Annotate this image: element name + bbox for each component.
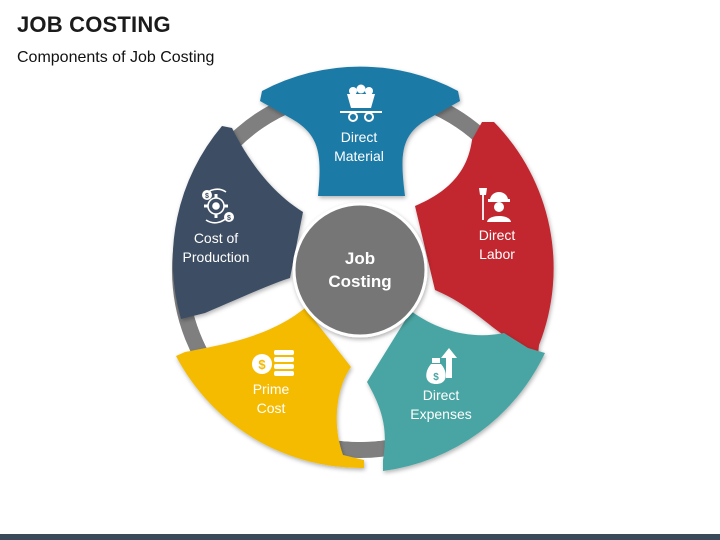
center-label: Job Costing: [300, 247, 420, 293]
cost-of-production-label: Cost of Production: [156, 229, 276, 267]
coin-stack-icon: $: [252, 350, 294, 376]
svg-text:$: $: [258, 357, 266, 372]
direct-labor-line2: Labor: [479, 246, 515, 262]
direct-expenses-line2: Expenses: [410, 406, 472, 422]
direct-labor-label: Direct Labor: [437, 226, 557, 264]
direct-labor-line1: Direct: [478, 227, 516, 243]
center-line2: Costing: [328, 272, 392, 291]
gear-cycle-dollar-icon: $ $: [202, 188, 234, 224]
segment-direct-expenses[interactable]: [367, 311, 545, 471]
segment-cost-of-production[interactable]: [172, 126, 303, 319]
cost-of-production-line2: Production: [182, 249, 250, 265]
direct-expenses-label: Direct Expenses: [381, 386, 501, 424]
footer-bar: [0, 534, 720, 540]
page-subtitle: Components of Job Costing: [17, 49, 215, 66]
center-line1: Job: [344, 249, 376, 268]
center-circle: [292, 202, 428, 338]
prime-cost-label: Prime Cost: [211, 380, 331, 418]
segment-prime-cost[interactable]: [176, 308, 364, 469]
segment-direct-labor[interactable]: [415, 122, 554, 355]
mining-cart-icon: [340, 84, 382, 122]
segment-direct-material[interactable]: [260, 66, 460, 196]
svg-text:$: $: [227, 215, 231, 222]
worker-icon: [479, 188, 511, 222]
direct-material-label: Direct Material: [299, 128, 419, 166]
money-bag-up-arrow-icon: $: [426, 348, 457, 384]
prime-cost-line2: Cost: [256, 400, 286, 416]
direct-material-line2: Material: [334, 148, 384, 164]
svg-text:$: $: [433, 372, 439, 383]
direct-material-line1: Direct: [340, 129, 378, 145]
svg-text:$: $: [205, 193, 209, 200]
cost-of-production-line1: Cost of: [193, 230, 239, 246]
prime-cost-line1: Prime: [252, 381, 290, 397]
page-title: JOB COSTING: [17, 12, 171, 37]
direct-expenses-line1: Direct: [422, 387, 460, 403]
